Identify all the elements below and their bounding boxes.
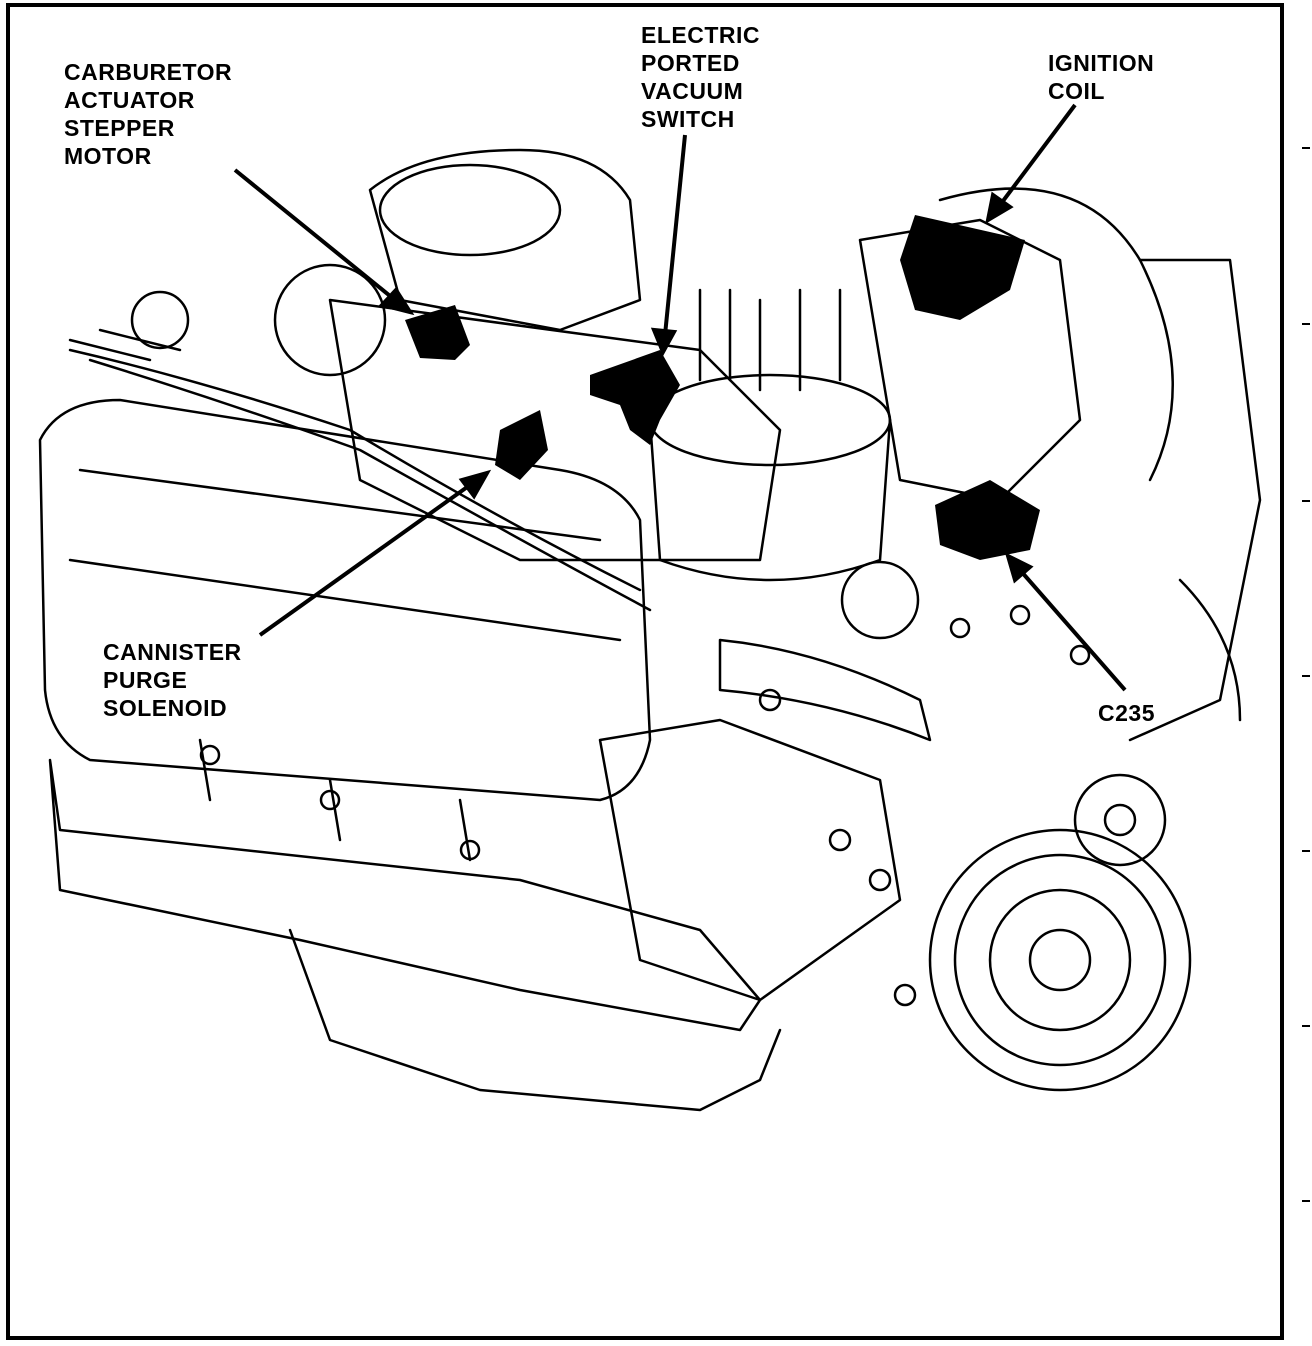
bolt	[868, 868, 892, 892]
leader-c235	[1018, 568, 1127, 692]
margin-tick	[1302, 675, 1310, 677]
carburetor	[368, 148, 642, 332]
wiring-harness	[88, 358, 652, 612]
margin-tick	[1302, 323, 1310, 325]
water-pump-hub	[1073, 773, 1167, 867]
front-bracket	[598, 718, 902, 1002]
valve-cover-rib	[68, 558, 622, 642]
bolt	[1069, 644, 1091, 666]
leader-purge-solenoid	[258, 483, 472, 637]
crank-pulley-hub	[1028, 928, 1092, 992]
bolt	[949, 617, 971, 639]
c235-connector-highlight	[935, 480, 1040, 560]
arrowhead-ignition-coil	[985, 191, 1014, 225]
egr-valve	[130, 290, 190, 350]
leader-ignition-coil	[998, 103, 1077, 207]
water-pump-hub-inner	[1103, 803, 1137, 837]
wiring-harness	[68, 348, 642, 592]
coil-bracket	[858, 218, 1082, 502]
arrowhead-stepper-motor	[378, 286, 415, 316]
hose	[718, 638, 932, 742]
crank-pulley-inner	[988, 888, 1132, 1032]
fan-bracket	[1128, 258, 1262, 742]
ignition-coil-highlight	[900, 215, 1025, 320]
leader-stepper-motor	[233, 168, 397, 302]
bolt	[1009, 604, 1031, 626]
label-electric-ported-vacuum-switch: ELECTRIC PORTED VACUUM SWITCH	[641, 22, 760, 132]
bolt	[828, 828, 852, 852]
vacuum-switch-highlight	[590, 350, 680, 445]
bolt	[459, 839, 481, 861]
stepper-motor-highlight	[405, 305, 470, 360]
bolt	[893, 983, 917, 1007]
air-tube	[68, 328, 182, 362]
label-carburetor-actuator-stepper-motor: CARBURETOR ACTUATOR STEPPER MOTOR	[64, 59, 233, 169]
arrowhead-vacuum-switch	[650, 327, 678, 357]
margin-tick	[1302, 1200, 1310, 1202]
air-pump-pulley	[273, 263, 387, 377]
crank-pulley-outer	[928, 828, 1192, 1092]
label-cannister-purge-solenoid: CANNISTER PURGE SOLENOID	[103, 639, 242, 721]
diagram-frame	[6, 3, 1284, 1340]
label-c235: C235	[1098, 700, 1155, 726]
intake-manifold	[328, 298, 782, 562]
margin-tick	[1302, 1025, 1310, 1027]
label-ignition-coil: IGNITION COIL	[1048, 50, 1155, 104]
manifold-port	[198, 738, 472, 862]
margin-tick	[1302, 147, 1310, 149]
bolt	[319, 789, 341, 811]
exhaust-manifold	[48, 758, 762, 1032]
valve-cover-rib	[78, 468, 602, 542]
valve-cover	[38, 398, 652, 802]
margin-tick	[1302, 500, 1310, 502]
oil-pan	[288, 928, 782, 1112]
purge-solenoid-highlight	[495, 410, 548, 480]
spark-plug-wire	[698, 288, 842, 392]
thermostat-housing	[840, 560, 920, 640]
crank-pulley-mid	[953, 853, 1167, 1067]
arrowhead-purge-solenoid	[458, 469, 492, 500]
bolt	[758, 688, 782, 712]
margin-tick	[1302, 850, 1310, 852]
leader-vacuum-switch	[663, 134, 687, 336]
air-horn	[378, 163, 562, 257]
alternator-edge	[1178, 578, 1242, 722]
arrowhead-c235	[1004, 552, 1034, 584]
bolt	[199, 744, 221, 766]
